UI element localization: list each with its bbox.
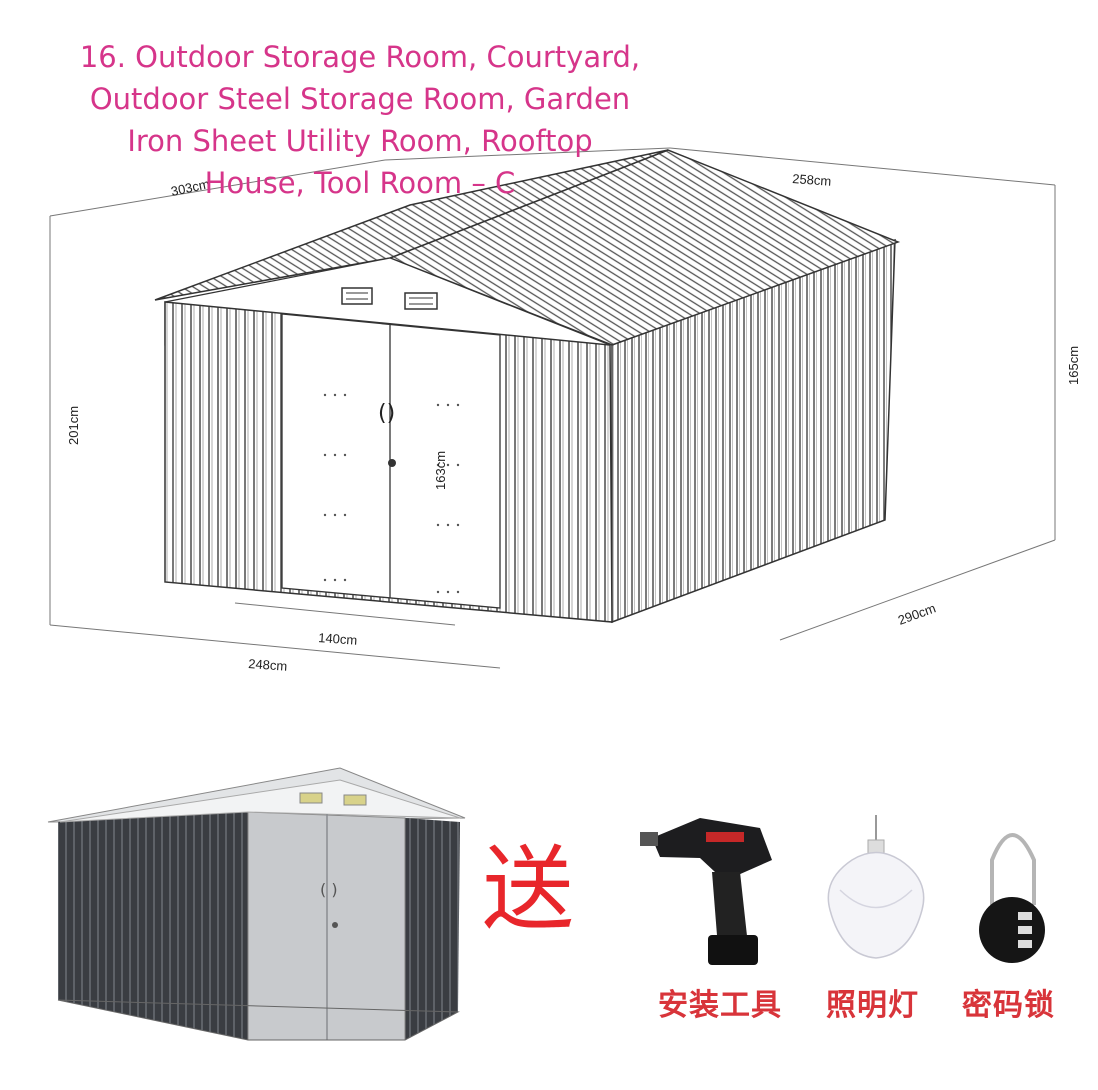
drill-icon (640, 818, 772, 965)
title-line: Iron Sheet Utility Room, Rooftop (127, 124, 593, 158)
combination-lock-icon (979, 833, 1045, 963)
dim-side-depth: 290cm (896, 600, 938, 627)
dim-door-width: 140cm (318, 630, 358, 648)
svg-text:( ): ( ) (320, 880, 338, 899)
dim-front-height: 201cm (66, 406, 81, 445)
dim-door-height: 163cm (433, 451, 448, 490)
accessory-label-lamp: 照明灯 (826, 988, 919, 1023)
dim-width-top: 258cm (792, 171, 832, 189)
svg-text:(): () (378, 401, 395, 426)
lamp-icon (827, 815, 925, 959)
accessory-label-lock: 密码锁 (962, 988, 1055, 1023)
product-title: 16. Outdoor Storage Room, Courtyard, Out… (40, 36, 680, 204)
dim-side-height: 165cm (1066, 346, 1081, 385)
shed-drawing: () (154, 149, 901, 624)
dim-front-width: 248cm (248, 656, 288, 674)
title-line: 16. Outdoor Storage Room, Courtyard, (79, 40, 641, 74)
accessory-label-tools: 安装工具 (658, 988, 782, 1023)
title-line: House, Tool Room – C (204, 166, 516, 200)
title-line: Outdoor Steel Storage Room, Garden (89, 82, 631, 116)
shed-product-image: ( ) (47, 767, 466, 1041)
gift-label: 送 (482, 836, 575, 943)
